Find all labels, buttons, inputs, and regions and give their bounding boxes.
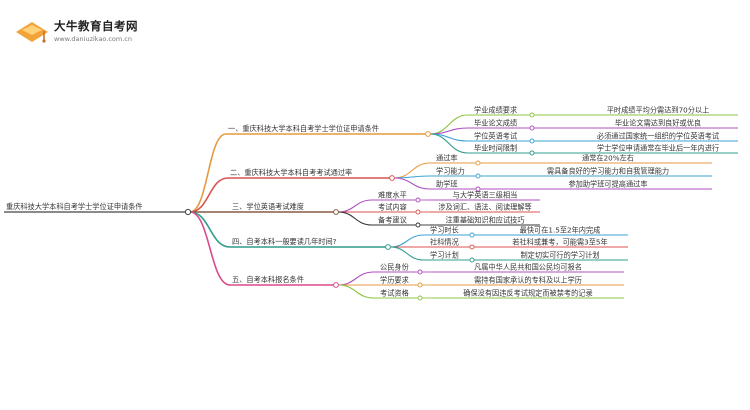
leaf-label-2-3: 参加助学班可提高通过率 bbox=[568, 180, 647, 189]
branch-dot-4 bbox=[385, 244, 391, 250]
branch-dot-1 bbox=[425, 131, 431, 137]
root-node-dot bbox=[184, 208, 192, 216]
leaf-label-4-2: 若社科或兼考，可能需3至5年 bbox=[512, 238, 607, 247]
child-dot-1-1 bbox=[529, 112, 535, 118]
child-connector-5-3 bbox=[337, 284, 375, 299]
branch-label-5: 五、自考本科报名条件 bbox=[232, 275, 304, 284]
child-label-5-1: 公民身份 bbox=[380, 263, 409, 272]
child-label-2-3: 助学班 bbox=[436, 180, 458, 189]
leaf-label-1-1: 平时成绩平均分需达到70分以上 bbox=[607, 106, 710, 115]
child-label-4-2: 社科情况 bbox=[430, 238, 459, 247]
leaf-label-1-3: 必须通过国家统一组织的学位英语考试 bbox=[597, 132, 719, 141]
child-label-5-2: 学历要求 bbox=[380, 276, 409, 285]
child-dot-5-1 bbox=[417, 269, 423, 275]
child-dot-3-1 bbox=[415, 197, 421, 203]
branch-label-2: 二、重庆科技大学本科自考考试通过率 bbox=[230, 168, 352, 177]
branch-connector-5 bbox=[189, 211, 231, 286]
branch-label-3: 三、学位英语考试难度 bbox=[232, 202, 304, 211]
child-dot-1-2 bbox=[529, 125, 535, 131]
child-label-3-3: 备考建议 bbox=[378, 216, 407, 225]
leaf-label-2-1: 通常在20%左右 bbox=[582, 154, 634, 163]
leaf-label-3-2: 涉及词汇、语法、阅读理解等 bbox=[438, 203, 531, 212]
child-connector-4-1 bbox=[389, 234, 425, 248]
leaf-label-4-3: 制定切实可行的学习计划 bbox=[520, 251, 599, 260]
leaf-label-5-1: 凡属中华人民共和国公民均可报名 bbox=[474, 263, 582, 272]
child-dot-5-2 bbox=[417, 282, 423, 288]
brand-logo-icon bbox=[16, 22, 48, 43]
brand-name: 大牛教育自考网 bbox=[54, 19, 138, 33]
child-dot-4-2 bbox=[469, 244, 475, 250]
child-connector-3-3 bbox=[337, 211, 373, 226]
child-connector-4-3 bbox=[389, 246, 425, 261]
child-connector-3-1 bbox=[337, 199, 373, 213]
child-connector-1-4 bbox=[429, 133, 469, 154]
child-connector-5-1 bbox=[337, 271, 375, 286]
leaf-label-5-2: 需持有国家承认的专科及以上学历 bbox=[474, 276, 582, 285]
mind-map-connectors bbox=[4, 114, 738, 299]
child-label-2-1: 通过率 bbox=[436, 154, 458, 163]
branch-dot-2 bbox=[389, 175, 395, 181]
leaf-label-2-2: 需具备良好的学习能力和自我管理能力 bbox=[547, 167, 669, 176]
branch-connector-4 bbox=[189, 211, 231, 248]
branch-label-1: 一、重庆科技大学本科自考学士学位证申请条件 bbox=[228, 124, 379, 133]
child-dot-1-3 bbox=[529, 138, 535, 144]
child-label-3-1: 难度水平 bbox=[378, 191, 407, 200]
leaf-label-4-1: 最快可在1.5至2年内完成 bbox=[520, 226, 601, 235]
branch-dot-3 bbox=[333, 209, 339, 215]
child-dot-2-3 bbox=[475, 186, 481, 192]
leaf-label-3-1: 与大学英语三级相当 bbox=[453, 191, 518, 200]
child-label-4-3: 学习计划 bbox=[430, 251, 459, 260]
branch-connector-1 bbox=[189, 133, 227, 213]
branch-connector-2 bbox=[189, 177, 229, 213]
brand-url: www.daniuzikao.com.cn bbox=[54, 35, 132, 43]
child-label-1-4: 毕业时间限制 bbox=[474, 144, 517, 153]
child-label-5-3: 考试资格 bbox=[380, 289, 410, 298]
leaf-label-1-4: 学士学位申请通常在毕业后一年内进行 bbox=[597, 144, 719, 153]
leaf-label-3-3: 注重基础知识和应试技巧 bbox=[445, 216, 524, 225]
branch-label-4: 四、自考本科一般要读几年时间? bbox=[232, 237, 337, 246]
child-dot-5-3 bbox=[417, 295, 423, 301]
child-dot-2-1 bbox=[475, 160, 481, 166]
child-dot-4-3 bbox=[469, 257, 475, 263]
root-node-label: 重庆科技大学本科自考学士学位证申请条件 bbox=[6, 202, 143, 211]
child-dot-4-1 bbox=[469, 232, 475, 238]
child-dot-3-3 bbox=[415, 222, 421, 228]
child-dot-1-4 bbox=[529, 150, 535, 156]
leaf-label-1-2: 毕业论文需达到良好或优良 bbox=[615, 119, 701, 128]
child-dot-3-2 bbox=[415, 209, 421, 215]
child-label-3-2: 考试内容 bbox=[378, 203, 407, 212]
child-label-1-3: 学位英语考试 bbox=[474, 132, 517, 141]
branch-dot-5 bbox=[333, 282, 339, 288]
child-connector-2-3 bbox=[393, 177, 431, 190]
child-label-1-1: 学业成绩要求 bbox=[474, 106, 517, 115]
child-dot-2-2 bbox=[475, 173, 481, 179]
child-label-2-2: 学习能力 bbox=[436, 167, 465, 176]
child-label-4-1: 学习时长 bbox=[430, 226, 459, 235]
child-label-1-2: 毕业论文成绩 bbox=[474, 119, 517, 128]
leaf-label-5-3: 确保没有因违反考试规定而被禁考的记录 bbox=[463, 289, 592, 298]
mind-map-nodes: 重庆科技大学本科自考学士学位证申请条件 一、重庆科技大学本科自考学士学位证申请条件… bbox=[6, 106, 719, 301]
